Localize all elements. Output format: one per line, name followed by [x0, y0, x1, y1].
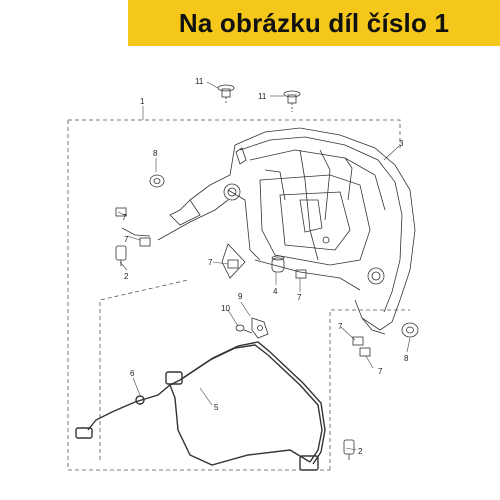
callout-11-right: 11: [258, 92, 267, 101]
clamp-9: [251, 317, 269, 339]
callout-8-right: 8: [404, 354, 409, 363]
callout-7-a: 7: [122, 213, 127, 222]
left-lead-wire: [157, 199, 229, 241]
bulb-socket-2-right: [343, 439, 355, 460]
callout-6: 6: [130, 369, 135, 378]
cap-4: [271, 255, 285, 273]
screw-10: [235, 324, 253, 334]
callout-2-right: 2: [358, 447, 363, 456]
bulb-socket-2-left: [115, 245, 127, 266]
bolt-11-right: [283, 90, 301, 112]
callout-10: 10: [221, 304, 230, 313]
callout-labels: 1 11 11 3 8 7 7 7 2 4 7 9 10 7 8 7 6 5 2: [122, 77, 409, 456]
callout-2-left: 2: [124, 272, 129, 281]
grommet-8-right: [401, 322, 419, 338]
callout-7-e: 7: [338, 322, 343, 331]
callout-11-left: 11: [195, 77, 204, 86]
callout-7-d: 7: [297, 293, 302, 302]
callout-5: 5: [214, 403, 219, 412]
grommet-8-left: [149, 174, 165, 188]
leader-lines: [117, 81, 411, 451]
headlight-housing: [169, 127, 416, 335]
wiring-harness-5: [75, 341, 326, 471]
callout-1: 1: [140, 97, 145, 106]
clip-7: [115, 207, 371, 357]
title-banner: Na obrázku díl číslo 1: [128, 0, 500, 46]
bolt-11-left: [217, 84, 235, 104]
callout-4: 4: [273, 287, 278, 296]
assembly-frame: [67, 119, 410, 471]
callout-7-f: 7: [378, 367, 383, 376]
callout-7-b: 7: [124, 235, 129, 244]
callout-9: 9: [238, 292, 243, 301]
callout-7-c: 7: [208, 258, 213, 267]
left-short-wire: [121, 227, 151, 237]
callout-3: 3: [399, 139, 404, 148]
callout-8-left: 8: [153, 149, 158, 158]
banner-title: Na obrázku díl číslo 1: [178, 8, 450, 38]
